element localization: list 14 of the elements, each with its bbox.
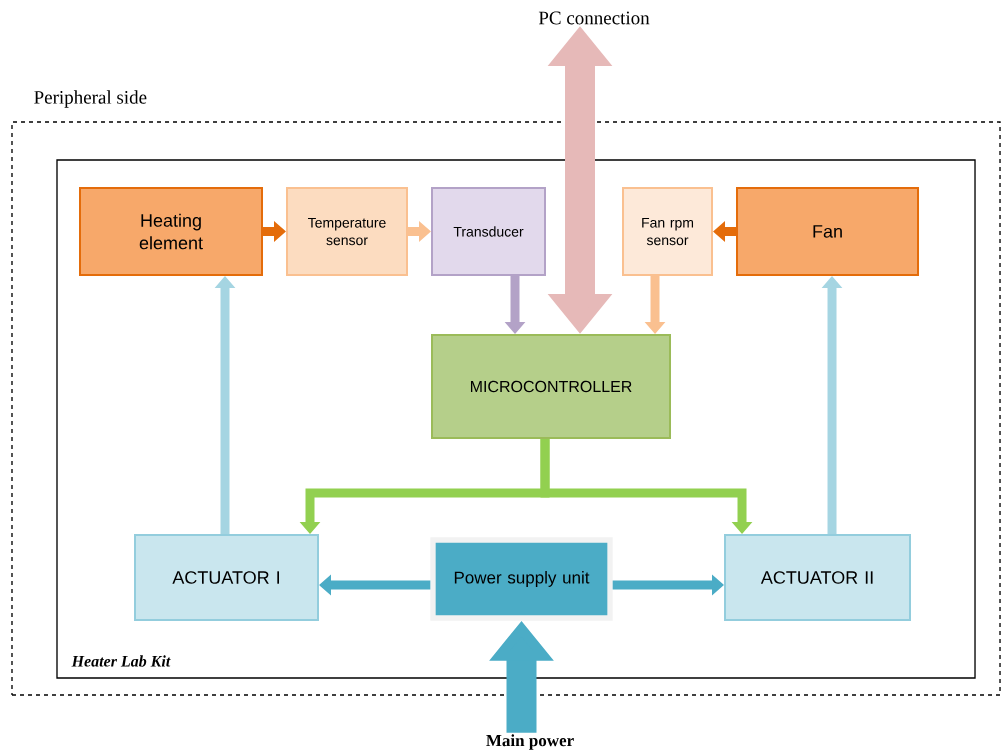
connection-label: PC connection — [538, 11, 650, 25]
power-supply-box: Power supply unit — [430, 537, 613, 621]
actuator-box: ACTUATOR II — [724, 534, 911, 621]
sensor-box: Fan rpm sensor — [622, 187, 713, 276]
process-box: Fan — [736, 187, 919, 276]
power-label: Main power — [486, 734, 574, 750]
process-box: Transducer — [431, 187, 546, 276]
process-box: Heating element — [79, 187, 263, 276]
sensor-box: Temperature sensor — [286, 187, 408, 276]
arrow — [540, 439, 753, 534]
kit-label: Heater Lab Kit — [71, 655, 171, 667]
boundary-label: Peripheral side — [34, 90, 147, 108]
actuator-box: ACTUATOR I — [134, 534, 319, 621]
controller-box: MICROCONTROLLER — [431, 334, 671, 439]
